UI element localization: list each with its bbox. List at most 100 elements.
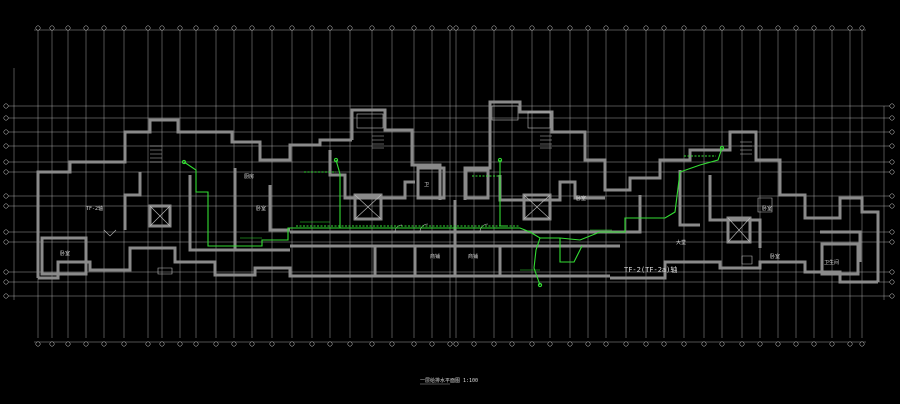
axis-bubble-right-7	[889, 203, 895, 209]
axis-bubble-top-22	[447, 25, 453, 31]
balcony-center-left	[356, 113, 384, 129]
axis-bubble-bottom-9	[193, 341, 199, 347]
axis-bubble-bottom-40	[775, 341, 781, 347]
wall-right-int-4	[820, 230, 862, 262]
axis-bubble-top-3	[83, 25, 89, 31]
axis-bubble-top-42	[811, 25, 817, 31]
lift-shaft-right	[726, 216, 752, 244]
axis-bubble-bottom-37	[719, 341, 725, 347]
axis-bubble-top-27	[529, 25, 535, 31]
axis-bubble-top-17	[347, 25, 353, 31]
wall-center-left-inner	[328, 150, 415, 200]
axis-bubble-left-4	[3, 159, 9, 165]
axis-bubble-bottom-29	[567, 341, 573, 347]
wall-left-int-3	[233, 168, 290, 252]
axis-bubble-top-33	[643, 25, 649, 31]
axis-bubble-left-12	[3, 293, 9, 299]
axis-bubble-top-2	[65, 25, 71, 31]
drawing-caption: 一层给排水平面图 1:100	[420, 377, 478, 384]
axis-bubble-top-41	[793, 25, 799, 31]
axis-grid	[8, 29, 890, 343]
room-label-g: 卧室	[576, 195, 586, 202]
axis-bubble-top-15	[309, 25, 315, 31]
axis-bubble-bottom-43	[829, 341, 835, 347]
axis-bubble-bottom-22	[447, 341, 453, 347]
axis-bubble-left-11	[3, 279, 9, 285]
water-pipe-route	[181, 145, 725, 288]
axis-bubble-bottom-1	[49, 341, 55, 347]
axis-bubble-bottom-17	[347, 341, 353, 347]
axis-bubble-bottom-25	[491, 341, 497, 347]
riser-5	[537, 282, 543, 288]
lift-x-cr-2	[523, 194, 551, 220]
wall-right-int-1	[678, 170, 700, 227]
axis-bubble-bottom-16	[327, 341, 333, 347]
axis-bubble-top-25	[491, 25, 497, 31]
axis-bubble-bottom-4	[101, 341, 107, 347]
axis-bubble-bottom-35	[681, 341, 687, 347]
axis-bubble-bottom-15	[309, 341, 315, 347]
wall-left-int-1	[123, 172, 142, 230]
room-label-h: 大堂	[676, 239, 686, 246]
axis-bubble-bottom-45	[859, 341, 865, 347]
axis-bubble-top-23	[453, 25, 459, 31]
axis-bubble-right-5	[889, 169, 895, 175]
axis-bubble-top-26	[509, 25, 515, 31]
axis-bubble-top-39	[757, 25, 763, 31]
wall-left-int-4	[268, 185, 290, 232]
axis-bubble-bottom-21	[429, 341, 435, 347]
axis-bubble-right-0	[889, 103, 895, 109]
riser-1	[181, 159, 187, 165]
bath-center	[416, 166, 446, 200]
axis-bubble-right-10	[889, 269, 895, 275]
axis-bubble-bottom-39	[757, 341, 763, 347]
axis-bubble-top-38	[739, 25, 745, 31]
door-arc-3	[394, 224, 403, 233]
room-label-i: 卧室	[770, 253, 780, 260]
axis-bubble-top-30	[585, 25, 591, 31]
pipe-main	[183, 159, 341, 247]
axis-bubble-bottom-8	[177, 341, 183, 347]
riser-3	[497, 157, 503, 163]
thin-details	[103, 105, 773, 275]
axis-bubble-bottom-13	[269, 341, 275, 347]
axis-bubble-top-40	[775, 25, 781, 31]
fixture-4	[757, 197, 773, 213]
axis-bubble-bottom-33	[643, 341, 649, 347]
axis-bubble-right-11	[889, 279, 895, 285]
axis-bubble-left-1	[3, 115, 9, 121]
building-walls	[36, 100, 880, 284]
bath-center-2	[464, 168, 490, 200]
axis-bubble-bottom-20	[411, 341, 417, 347]
stair-center-right	[540, 135, 552, 149]
axis-bubble-left-2	[3, 129, 9, 135]
pipe-annotations	[240, 221, 612, 271]
axis-bubble-right-4	[889, 159, 895, 165]
axis-bubble-right-12	[889, 293, 895, 299]
lift-shaft-center-right	[522, 193, 552, 221]
room-label-d: 卫	[424, 182, 429, 188]
axis-bubble-bottom-26	[509, 341, 515, 347]
axis-bubble-top-18	[369, 25, 375, 31]
axis-bubble-top-1	[49, 25, 55, 31]
room-label-tf-1: TF-2轴	[86, 205, 103, 212]
axis-bubble-bottom-32	[623, 341, 629, 347]
axis-bubble-top-16	[327, 25, 333, 31]
axis-bubble-bottom-31	[603, 341, 609, 347]
axis-bubble-top-35	[681, 25, 687, 31]
lift-x-cl-2	[354, 194, 382, 220]
fixture-1	[103, 229, 117, 237]
axis-bubble-bottom-14	[289, 341, 295, 347]
axis-bubble-left-5	[3, 169, 9, 175]
axis-bubbles	[3, 25, 895, 347]
lift-shaft-left	[148, 204, 172, 228]
wall-center-right-inner	[498, 175, 605, 202]
axis-bubble-bottom-42	[811, 341, 817, 347]
stair-center-left	[372, 135, 384, 149]
axis-bubble-top-7	[159, 25, 165, 31]
axis-bubble-top-21	[429, 25, 435, 31]
small-room-left	[40, 236, 88, 276]
wall-center-right	[463, 100, 607, 200]
axis-bubble-top-19	[389, 25, 395, 31]
axis-bubble-bottom-23	[453, 341, 459, 347]
